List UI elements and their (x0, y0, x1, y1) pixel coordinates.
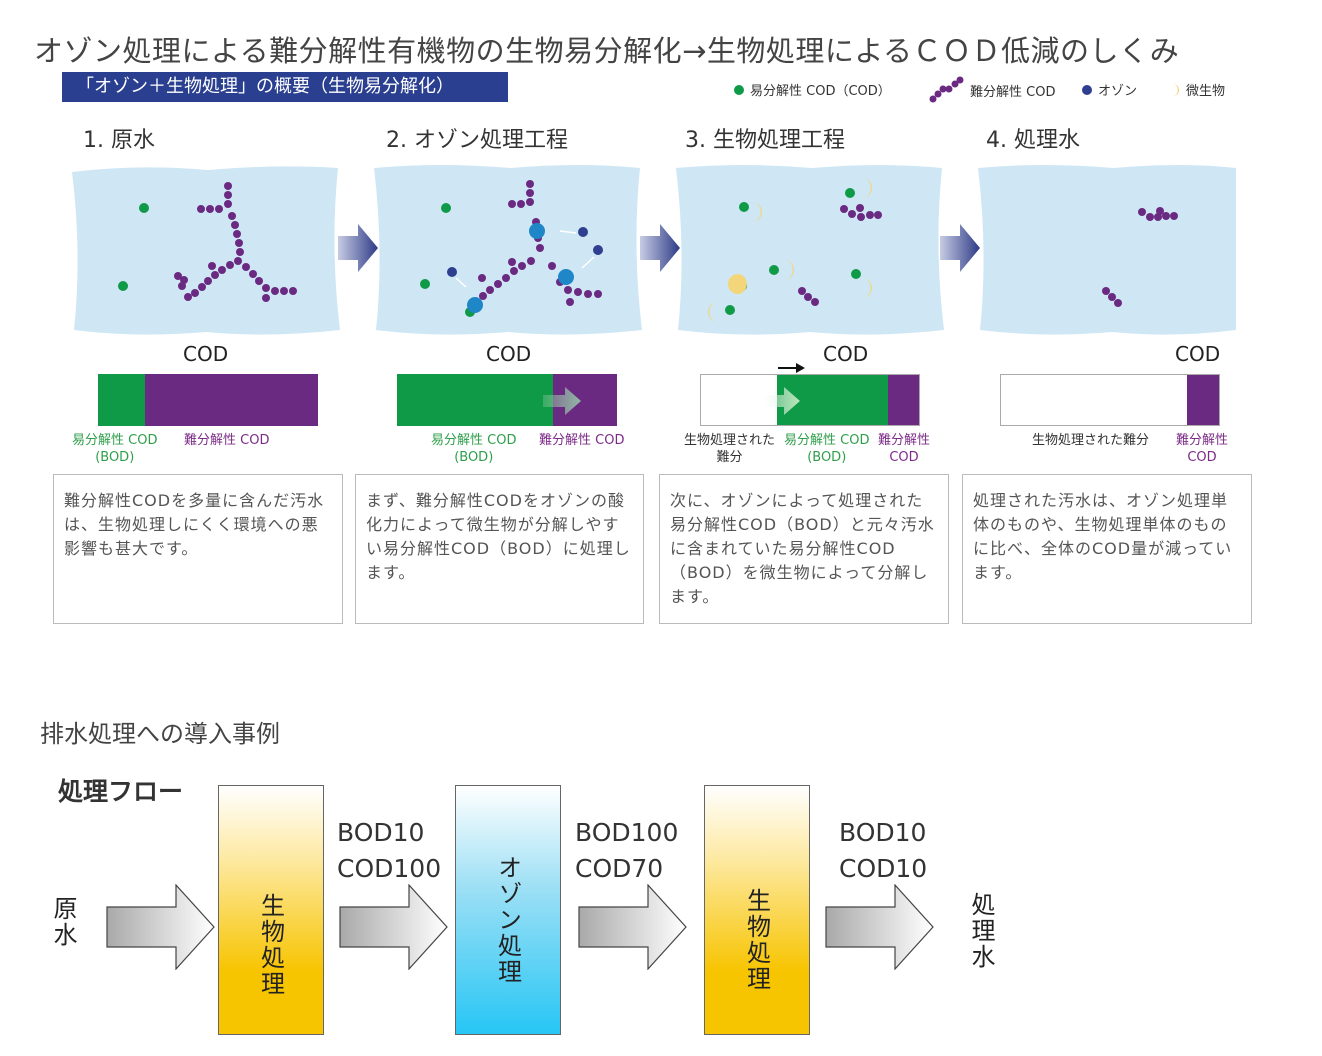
cod-bar-2 (397, 374, 617, 426)
description-box-4: 処理された汚水は、オゾン処理単体のものや、生物処理単体のものに比べ、全体のCOD… (962, 474, 1252, 624)
cod-label-2: COD (486, 342, 532, 366)
flow-input-label: 原水 (49, 896, 77, 948)
bar-label-treated: 生物処理された 難分 (684, 433, 776, 465)
flow-arrow-icon (339, 884, 448, 970)
step-4-title: 4. 処理水 (986, 128, 1080, 153)
section-title: 排水処理への導入事例 (40, 720, 280, 748)
bod-value: BOD100 (575, 818, 679, 847)
bar-label-treated: 生物処理された難分 (1032, 433, 1150, 448)
conversion-arrow-icon (543, 387, 581, 415)
molecule-chain-icon (929, 76, 964, 103)
cod-bar-3 (700, 374, 920, 426)
bar-segment-easy (98, 374, 145, 426)
flow-values-1: BOD10 COD100 (337, 815, 441, 887)
step-1-title: 1. 原水 (83, 128, 155, 153)
direction-arrow-icon (778, 363, 805, 373)
cod-label-1: COD (183, 342, 229, 366)
cod-bar-4 (1000, 374, 1220, 426)
step-arrow-icon (940, 224, 980, 272)
step-arrow-icon (640, 224, 680, 272)
legend-microbe: 微生物 (1166, 80, 1225, 99)
stage-label: オゾン処理 (493, 855, 522, 985)
bio-process-box: 生物処理 (218, 785, 324, 1035)
cod-value: COD10 (839, 854, 928, 883)
legend-hard-cod-label: 難分解性 COD (970, 84, 1056, 100)
bar-segment-hard (888, 375, 919, 425)
bar-segment-hard (1187, 375, 1219, 425)
panel-bio-process (676, 165, 944, 335)
legend-ozone-label: オゾン (1098, 84, 1138, 99)
flow-title: 処理フロー (58, 777, 184, 806)
description-box-2: まず、難分解性CODをオゾンの酸化力によって微生物が分解しやすい易分解性COD（… (355, 474, 644, 624)
bar-label-easy: 易分解性 COD (BOD) (72, 433, 158, 465)
panel-raw-water (72, 166, 340, 335)
flow-arrow-icon (825, 884, 934, 970)
bar-segment-treated (1001, 375, 1187, 425)
panel-treated-water (978, 165, 1236, 335)
bar-label-hard: 難分解性 COD (539, 433, 625, 448)
step-2-title: 2. オゾン処理工程 (386, 128, 568, 153)
subtitle-banner: 「オゾン＋生物処理」の概要（生物易分解化） (62, 72, 508, 102)
flow-arrow-icon (106, 884, 215, 970)
step-arrow-icon (338, 224, 378, 272)
microbe-icon (1173, 83, 1179, 96)
cod-label-4: COD (1175, 342, 1221, 366)
legend-ozone: オゾン (1082, 80, 1137, 99)
legend-easy-cod-label: 易分解性 COD（COD） (750, 84, 891, 99)
stage-label: 生物処理 (256, 893, 285, 997)
flow-values-3: BOD10 COD10 (839, 815, 927, 887)
bar-label-hard: 難分解性 COD (184, 433, 270, 448)
description-box-1: 難分解性CODを多量に含んだ汚水は、生物処理しにくく環境への悪影響も甚大です。 (53, 474, 343, 624)
green-dot-icon (734, 84, 744, 95)
bod-value: BOD10 (337, 818, 425, 847)
cod-label-3: COD (823, 342, 869, 366)
ozone-dot-icon (1082, 84, 1092, 95)
legend-hard-cod: 難分解性 COD (928, 76, 1055, 104)
stage-label: 生物処理 (742, 888, 771, 992)
panel-ozone-process (374, 165, 642, 335)
flow-output-label: 処理水 (967, 892, 995, 970)
step-3-title: 3. 生物処理工程 (685, 128, 845, 153)
flow-arrow-icon (578, 884, 687, 970)
bar-label-easy: 易分解性 COD (BOD) (784, 433, 870, 465)
bar-label-easy: 易分解性 COD (BOD) (431, 433, 517, 465)
description-box-3: 次に、オゾンによって処理された易分解性COD（BOD）と元々汚水に含まれていた易… (659, 474, 949, 624)
legend-easy-cod: 易分解性 COD（COD） (734, 80, 891, 99)
conversion-arrow-icon (762, 387, 800, 415)
bar-label-hard: 難分解性 COD (1176, 433, 1229, 465)
bar-segment-easy (397, 374, 553, 426)
ozone-process-box: オゾン処理 (455, 785, 561, 1035)
bod-value: BOD10 (839, 818, 927, 847)
legend-microbe-label: 微生物 (1186, 84, 1226, 99)
cod-value: COD70 (575, 854, 664, 883)
bio-process-box: 生物処理 (704, 785, 810, 1035)
page-title: オゾン処理による難分解性有機物の生物易分解化→生物処理によるＣＯＤ低減のしくみ (34, 34, 1180, 68)
cod-bar-1 (98, 374, 318, 426)
cod-value: COD100 (337, 854, 442, 883)
bar-segment-hard (145, 374, 318, 426)
flow-values-2: BOD100 COD70 (575, 815, 678, 887)
bar-label-hard: 難分解性 COD (878, 433, 931, 465)
